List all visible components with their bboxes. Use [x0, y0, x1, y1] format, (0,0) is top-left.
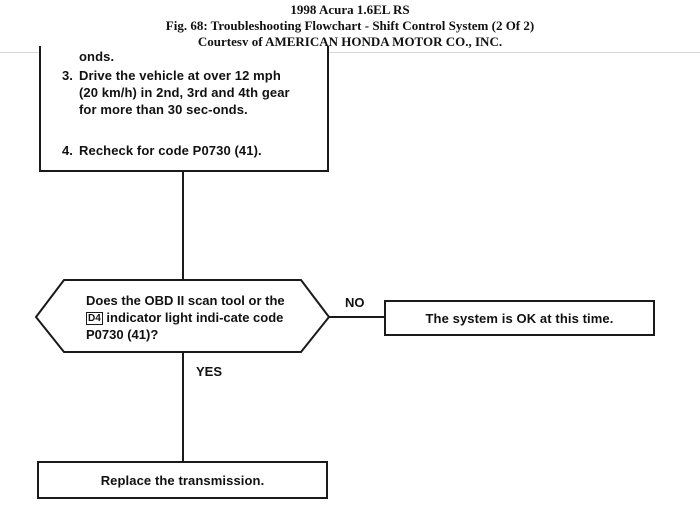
- replace-transmission-box: Replace the transmission.: [37, 461, 328, 499]
- figure-caption: Fig. 68: Troubleshooting Flowchart - Shi…: [165, 18, 535, 33]
- no-branch-label: NO: [345, 295, 365, 310]
- decision-text-after: indicator light indi-cate code P0730 (41…: [86, 310, 284, 342]
- document-title: 1998 Acura 1.6EL RS: [290, 2, 410, 17]
- step-continued: onds.: [49, 48, 299, 65]
- d4-indicator-icon: D4: [86, 312, 103, 325]
- yes-branch-label: YES: [196, 364, 223, 379]
- step-3: 3. Drive the vehicle at over 12 mph (20 …: [49, 67, 299, 118]
- step-3-number: 3.: [61, 68, 73, 83]
- step-3-text: Drive the vehicle at over 12 mph (20 km/…: [79, 68, 290, 117]
- replace-transmission-text: Replace the transmission.: [100, 472, 265, 488]
- decision-text-before: Does the OBD II scan tool or the: [86, 293, 285, 308]
- figure-credit: Courtesy of AMERICAN HONDA MOTOR CO., IN…: [197, 34, 503, 49]
- procedure-steps-box: onds. 3. Drive the vehicle at over 12 mp…: [39, 46, 329, 172]
- step-4-text: Recheck for code P0730 (41).: [79, 143, 262, 158]
- decision-question: Does the OBD II scan tool or the D4 indi…: [86, 292, 294, 343]
- system-ok-text: The system is OK at this time.: [425, 310, 614, 326]
- step-4-number: 4.: [61, 143, 73, 158]
- header-divider: [0, 52, 700, 53]
- figure-header: 1998 Acura 1.6EL RS Fig. 68: Troubleshoo…: [0, 0, 700, 52]
- system-ok-box: The system is OK at this time.: [384, 300, 655, 336]
- step-continued-text: onds.: [79, 49, 115, 64]
- step-4: 4. Recheck for code P0730 (41).: [49, 142, 299, 159]
